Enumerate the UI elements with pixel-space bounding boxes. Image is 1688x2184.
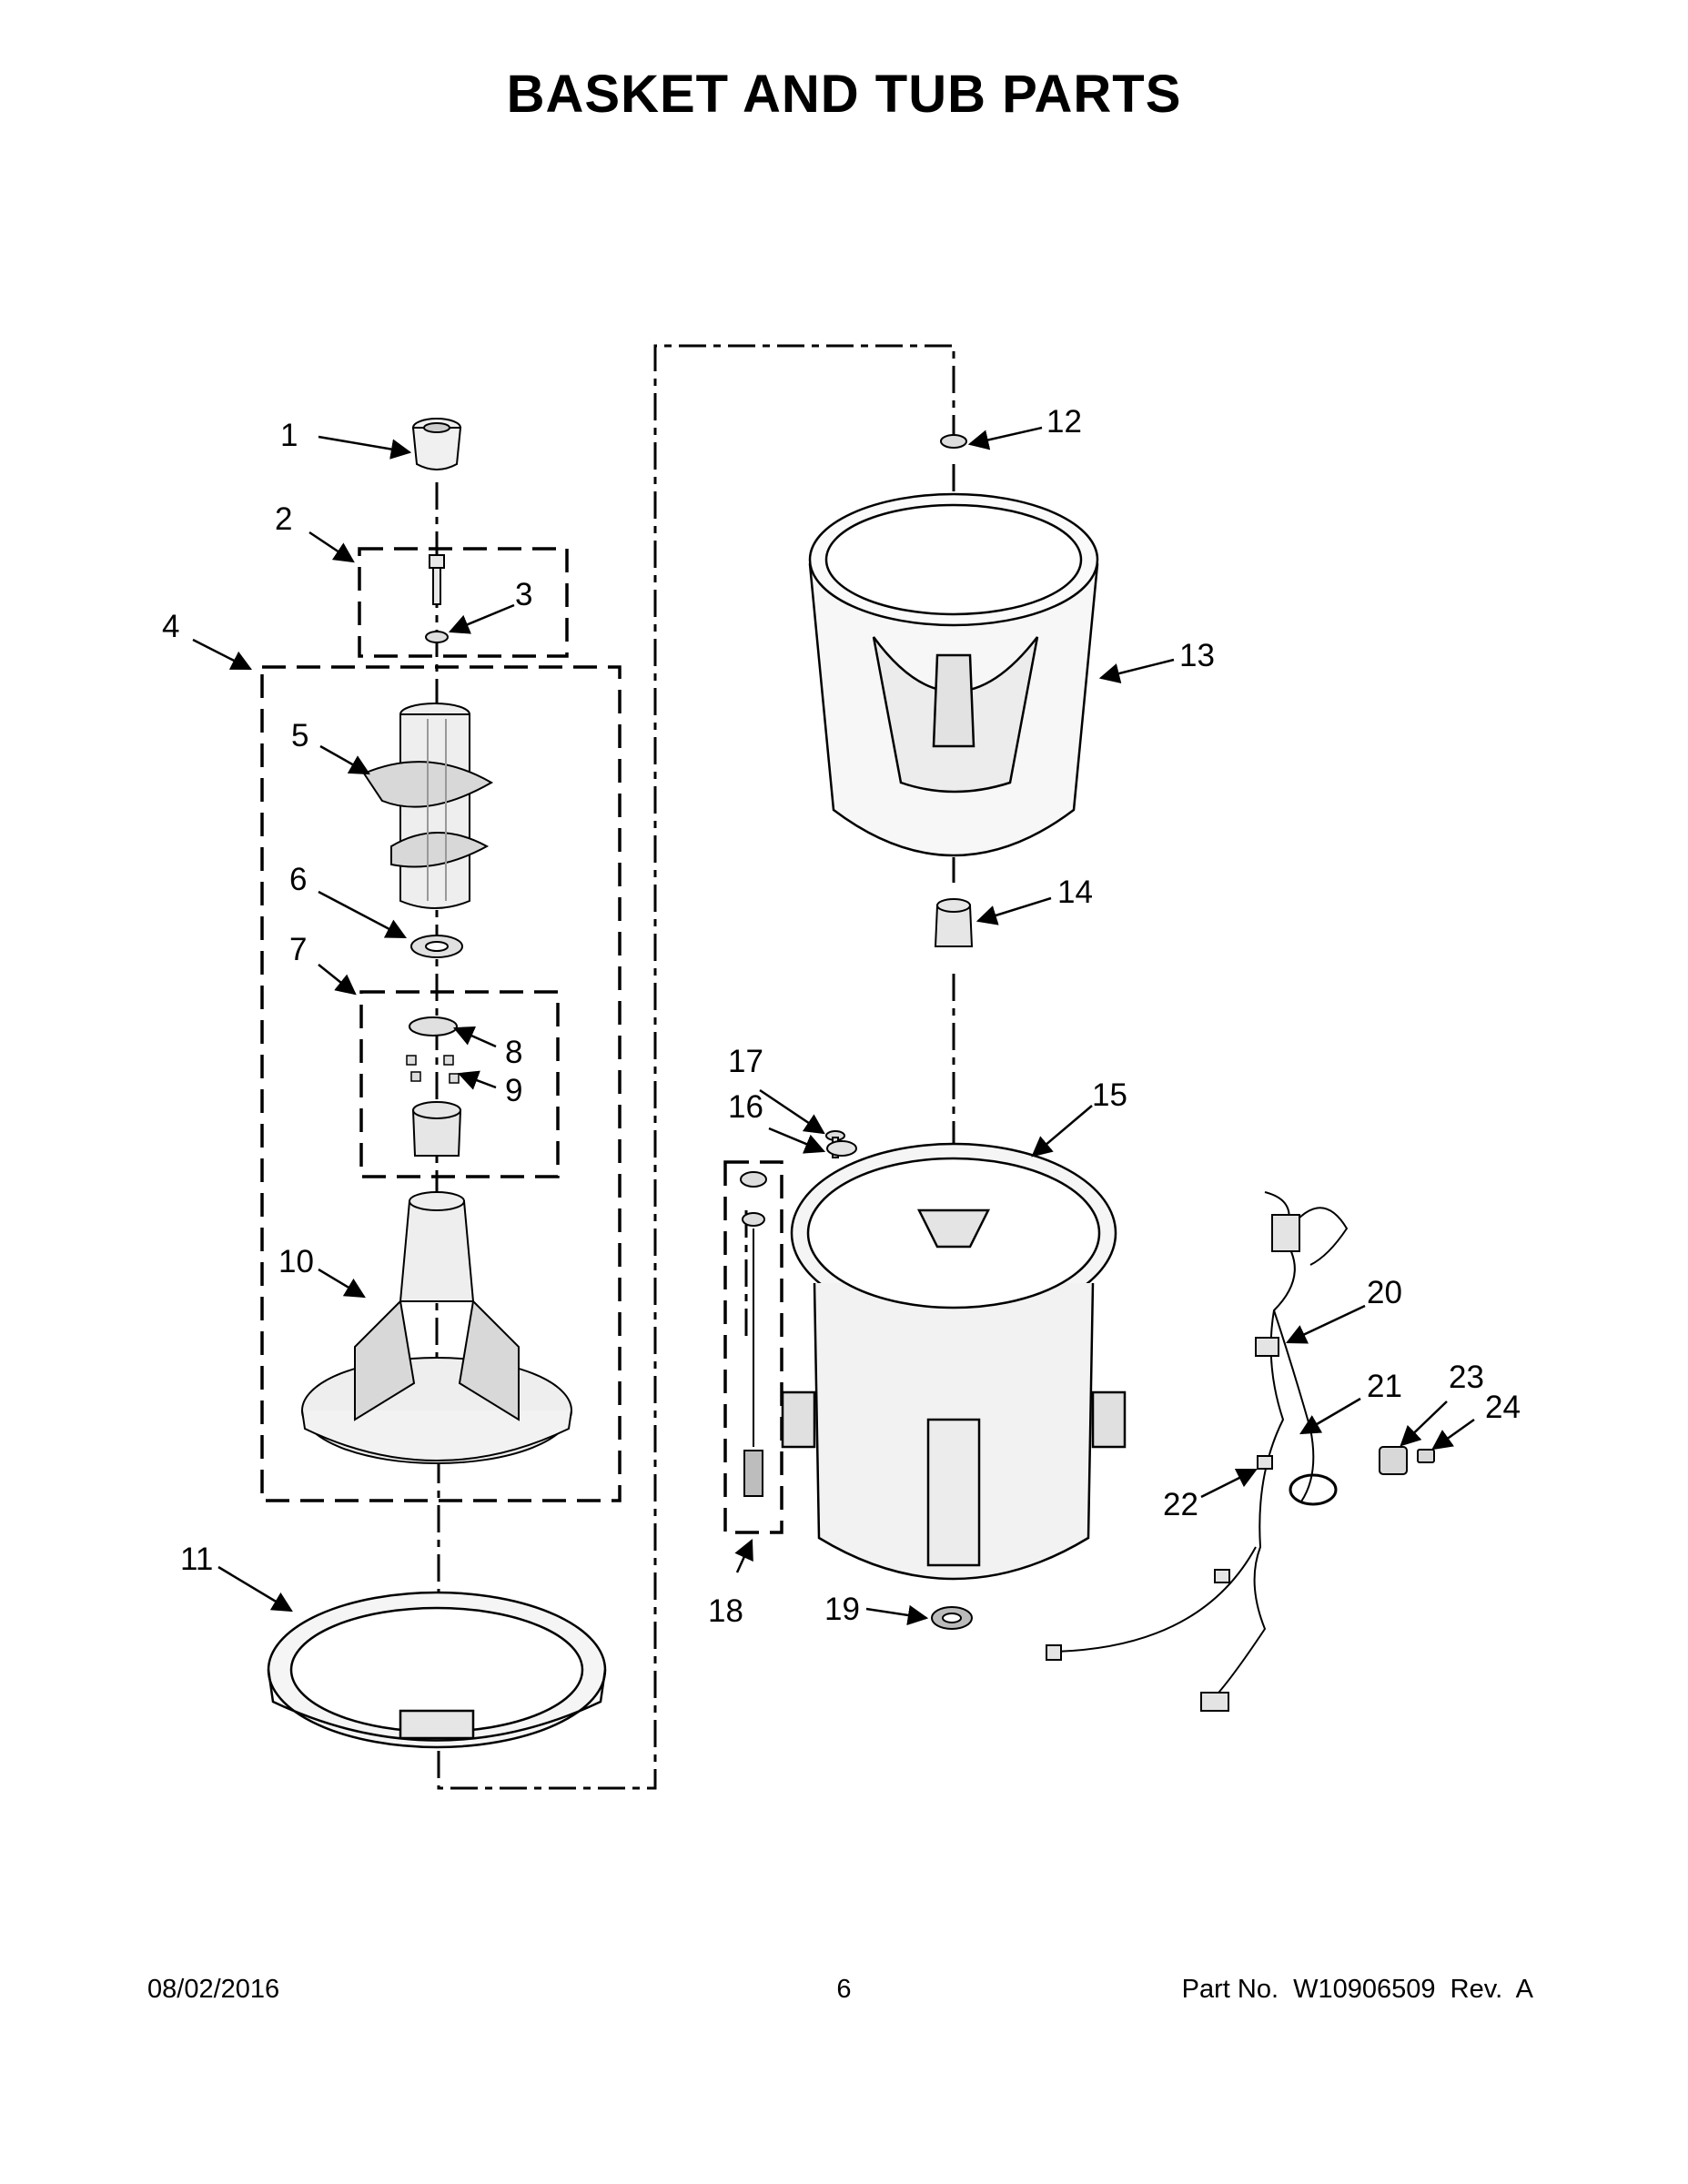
part-18-suspension-rod <box>740 1171 767 1497</box>
callout-1: 1 <box>280 418 298 453</box>
part-16-disc <box>826 1140 857 1157</box>
part-19-seal <box>931 1606 973 1630</box>
callout-labels: 1 2 3 4 5 6 7 8 9 10 11 12 13 14 15 16 1… <box>162 404 1521 1629</box>
part-24-screw <box>1417 1449 1435 1463</box>
part-2-bolt <box>429 554 445 605</box>
part-10-agitator-base <box>301 1191 572 1464</box>
part-12-bearing <box>940 434 967 449</box>
callout-5: 5 <box>291 718 308 753</box>
part-1-cap <box>411 418 462 470</box>
callout-8: 8 <box>505 1035 522 1070</box>
page-title: BASKET AND TUB PARTS <box>506 65 1182 124</box>
group-box-4 <box>260 665 622 1502</box>
footer-date: 08/02/2016 <box>147 1975 280 2004</box>
callout-10: 10 <box>278 1244 314 1279</box>
part-8-plate <box>409 1016 458 1036</box>
part-11-tub-ring <box>267 1591 607 1749</box>
part-15-outer-tub <box>781 1142 1127 1581</box>
part-9-clips <box>406 1055 460 1084</box>
callout-16: 16 <box>728 1089 763 1125</box>
part-3-washer <box>425 631 449 643</box>
callout-14: 14 <box>1057 875 1093 910</box>
callout-23: 23 <box>1449 1360 1484 1395</box>
part-13-basket <box>808 492 1099 857</box>
callout-18: 18 <box>708 1593 743 1629</box>
group-box-7 <box>359 990 560 1178</box>
callout-13: 13 <box>1179 638 1215 673</box>
footer-page-number: 6 <box>836 1975 852 2004</box>
footer-part-number: Part No. W10906509 Rev. A <box>1181 1975 1533 2004</box>
callout-9: 9 <box>505 1073 522 1108</box>
callout-15: 15 <box>1092 1077 1127 1113</box>
callout-6: 6 <box>289 862 307 897</box>
part-6-ring <box>410 935 463 958</box>
callout-leaders <box>192 426 1475 1626</box>
callout-2: 2 <box>275 501 292 537</box>
callout-11: 11 <box>180 1542 213 1577</box>
part-23-clip <box>1379 1446 1408 1475</box>
callout-22: 22 <box>1163 1487 1198 1522</box>
callout-20: 20 <box>1367 1275 1402 1310</box>
callout-3: 3 <box>515 577 532 612</box>
group-box-18 <box>723 1160 783 1534</box>
group-box-2 <box>358 547 569 658</box>
callout-7: 7 <box>289 932 307 967</box>
callout-12: 12 <box>1046 404 1082 440</box>
callout-4: 4 <box>162 609 179 644</box>
part-5-impeller <box>362 703 494 909</box>
callout-24: 24 <box>1485 1390 1521 1425</box>
part-14-coupler <box>934 898 974 947</box>
callout-17: 17 <box>728 1044 763 1079</box>
callout-19: 19 <box>824 1592 860 1627</box>
part-21-tie <box>1289 1473 1338 1506</box>
drive-hub <box>411 1101 462 1157</box>
callout-21: 21 <box>1367 1369 1402 1404</box>
